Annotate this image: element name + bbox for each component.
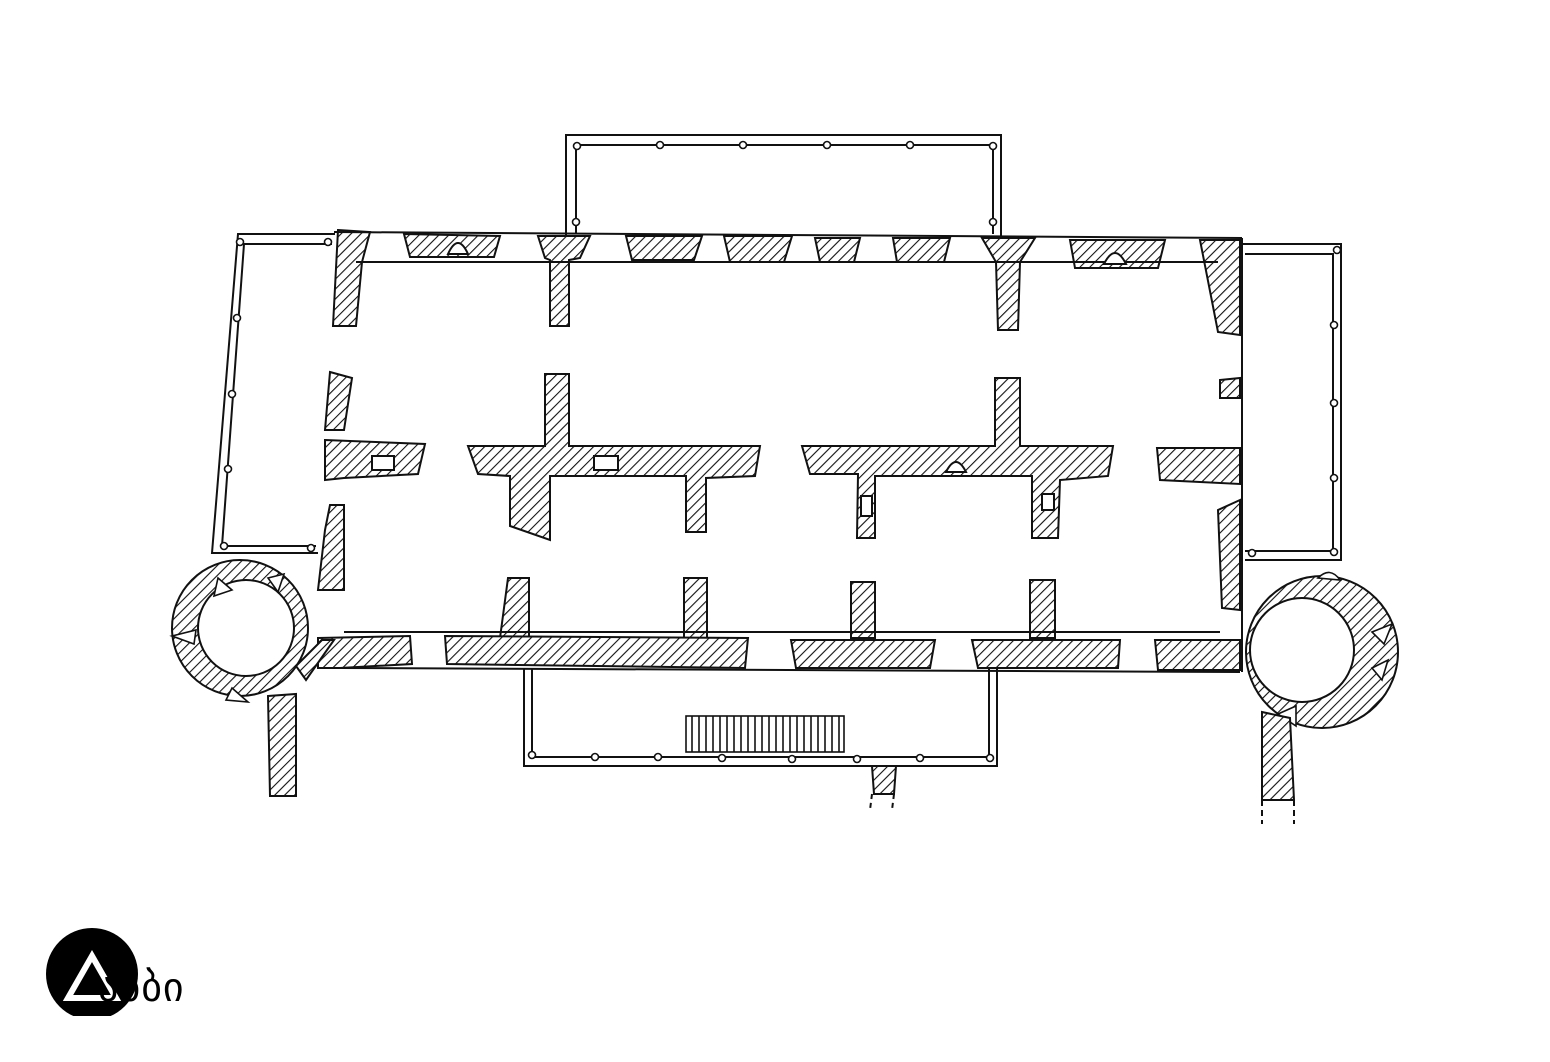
- left-tower: [169, 559, 336, 797]
- interior-lines: [333, 231, 1243, 673]
- top-gallery: [565, 134, 1002, 238]
- right-tower: [1245, 571, 1399, 824]
- niches: [371, 242, 1128, 517]
- staircase: [685, 715, 845, 753]
- gallery-posts: [219, 140, 1342, 764]
- south-passage: [869, 765, 898, 811]
- right-gallery: [1242, 243, 1342, 561]
- triangle-in-circle-icon: [46, 928, 138, 1028]
- bottom-gallery: [523, 668, 998, 767]
- logo: [44, 928, 244, 1028]
- logo-text: ანბი: [98, 965, 185, 1011]
- outer-walls: [316, 228, 1241, 671]
